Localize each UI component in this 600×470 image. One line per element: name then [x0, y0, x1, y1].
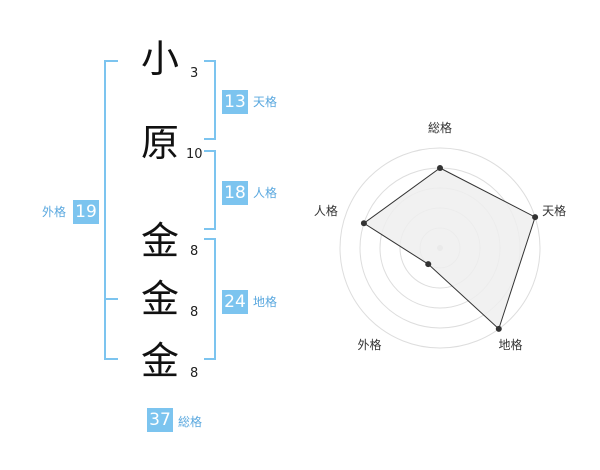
soukaku-label: 総格	[178, 415, 203, 429]
radar-axis-label-3: 地格	[499, 337, 523, 352]
radar-point-2	[532, 214, 539, 221]
surname-strokes-1: 3	[190, 66, 199, 81]
soukaku-value: 37	[147, 408, 173, 432]
given-strokes-2: 8	[190, 305, 199, 320]
radar-point-1	[437, 165, 443, 171]
radar-point-3	[495, 325, 502, 332]
given-strokes-3: 8	[190, 366, 199, 381]
given-strokes-1: 8	[190, 244, 199, 259]
radar-point-4	[425, 261, 432, 268]
radar-axis-label-1: 総格	[428, 120, 452, 135]
jinkaku-value: 18	[222, 181, 248, 205]
surname-char-1: 小	[141, 37, 180, 81]
radar-axis-label-5: 人格	[314, 203, 338, 218]
given-char-1: 金	[141, 219, 180, 263]
surname-char-2: 原	[141, 121, 180, 165]
surname-strokes-2: 10	[186, 147, 203, 162]
chikaku-label: 地格	[253, 295, 278, 309]
given-char-2: 金	[141, 277, 180, 321]
given-char-3: 金	[141, 339, 180, 383]
tenkaku-label: 天格	[253, 95, 278, 109]
gaikaku-label: 外格	[42, 205, 67, 219]
radar-grid-ring	[339, 147, 541, 349]
radar-axis-label-2: 天格	[542, 203, 566, 218]
radar-point-5	[360, 220, 367, 227]
chikaku-value: 24	[222, 290, 248, 314]
jinkaku-label: 人格	[253, 186, 278, 200]
radar-series-area	[363, 167, 536, 330]
radar-axis-label-4: 外格	[357, 337, 381, 352]
gaikaku-value: 19	[73, 200, 99, 224]
tenkaku-value: 13	[222, 90, 248, 114]
